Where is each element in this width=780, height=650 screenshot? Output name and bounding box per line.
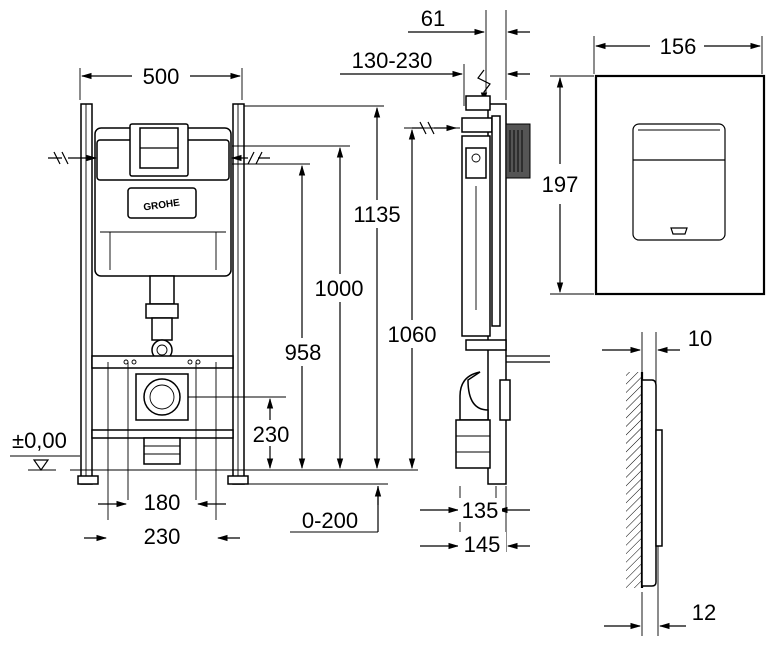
flush-plate-buttons [632,123,726,241]
dimension-12: 12 [604,546,716,636]
dimension-135: 135 [420,486,530,552]
front-view: 500 GROHE [10,62,418,549]
dimension-156: 156 [593,34,763,74]
label-1000: 1000 [315,276,364,301]
dimension-958: 958 [278,164,328,470]
dimension-230-width: 230 [84,524,240,549]
reference-lines [70,105,418,485]
dimension-180: 180 [98,490,226,515]
plate-profile [641,379,657,587]
flush-plate-outline [594,74,766,296]
dimension-10: 10 [602,326,712,430]
label-61: 61 [421,6,445,31]
label-156: 156 [660,34,697,59]
label-197: 197 [542,172,579,197]
dimension-1060: 1060 [380,127,460,470]
sensor-icon [670,227,688,235]
frame-crossbars [91,355,234,439]
flush-button-panel [632,123,726,241]
dimension-61: 61 [408,6,530,100]
label-230-height: 230 [253,422,290,447]
label-10: 10 [688,326,712,351]
label-130-230: 130-230 [352,48,433,73]
dimension-145: 145 [420,486,530,557]
dimension-197: 197 [534,75,594,295]
label-0-200: 0-200 [302,508,358,533]
plate-side-view: 10 12 [602,326,716,636]
label-floor-level: ±0,00 [12,428,67,453]
cistern: GROHE [94,123,232,361]
dimension-0-200: 0-200 [290,485,382,533]
frame-uprights [77,103,249,485]
side-frame [455,95,550,485]
plate-front-view: 156 197 [534,34,766,296]
dimension-1135: 1135 [346,106,408,470]
label-1060: 1060 [388,322,437,347]
dimension-130-230: 130-230 [340,48,530,106]
wall-hatching [626,372,642,588]
label-958: 958 [285,340,322,365]
side-view: 61 130-230 [340,6,550,557]
fixing-rods [107,362,217,520]
label-135: 135 [462,498,499,523]
label-500: 500 [143,64,180,89]
grohe-logo: GROHE [143,197,181,213]
dimension-500: 500 [79,62,243,100]
water-supply-arrows [48,152,270,164]
label-145: 145 [464,532,501,557]
label-180: 180 [144,490,181,515]
label-230-width: 230 [144,524,181,549]
label-1135: 1135 [353,202,400,227]
dimension-1000: 1000 [308,146,370,470]
floor-level-marker: ±0,00 [10,428,80,472]
label-12: 12 [692,600,716,625]
button-profile [655,429,663,547]
dimension-230-height: 230 [246,397,296,470]
drain-connection [135,373,189,465]
